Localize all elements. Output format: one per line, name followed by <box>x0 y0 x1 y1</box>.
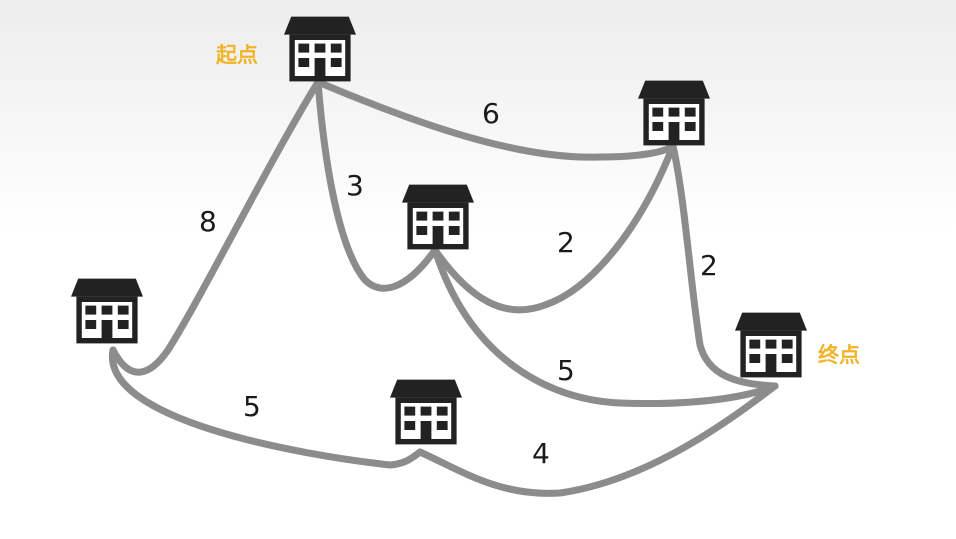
building-icon <box>71 278 143 344</box>
edge-start-topright <box>314 78 677 161</box>
building-icon <box>390 379 462 445</box>
edge-center-end <box>431 246 779 408</box>
building-icon <box>735 312 807 378</box>
edge-weight: 2 <box>557 226 575 259</box>
edge-weight: 2 <box>700 249 718 282</box>
edge-left-bottom <box>109 346 424 469</box>
building-icon <box>402 184 474 250</box>
building-icon <box>638 80 710 146</box>
edge-weight: 4 <box>532 437 550 470</box>
start-label: 起点 <box>216 43 258 67</box>
end-label: 终点 <box>818 343 860 367</box>
edge-start-left <box>109 78 322 376</box>
edge-weight: 6 <box>482 97 500 130</box>
edge-start-center <box>314 78 439 292</box>
edge-bottom-end <box>416 382 779 497</box>
edge-weight: 5 <box>557 354 575 387</box>
edge-weight: 5 <box>243 390 261 423</box>
building-icon <box>284 16 356 82</box>
edge-topright-end <box>669 142 779 390</box>
edge-center-topright <box>431 142 677 314</box>
edge-weight: 8 <box>199 205 217 238</box>
edge-weight: 3 <box>346 169 364 202</box>
